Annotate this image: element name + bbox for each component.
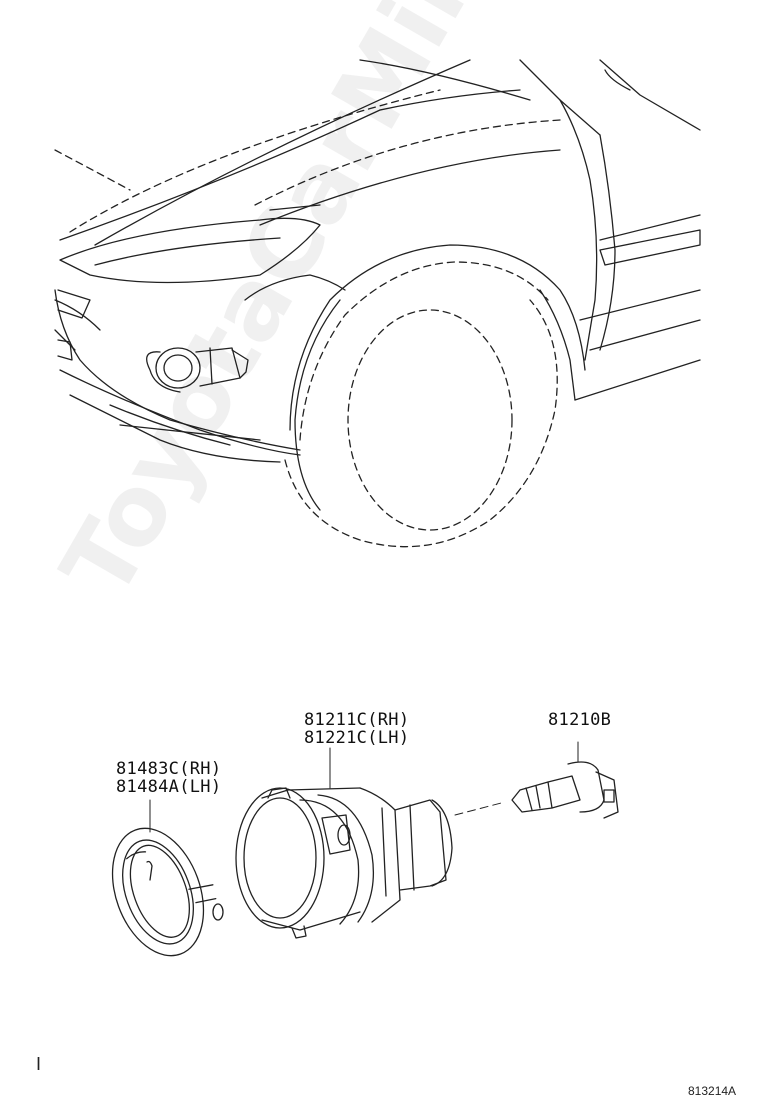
fog-lamp-rh-part-number: 81211C(RH)	[304, 710, 410, 730]
retainer-callout: 81483C(RH) 81484A(LH)	[116, 760, 221, 796]
fog-lamp-assembly-part	[235, 787, 453, 939]
bulb-part	[511, 761, 619, 819]
bulb-part-number: 81210B	[548, 710, 612, 730]
car-body-outline	[54, 59, 701, 548]
bulb-install-line	[454, 801, 506, 816]
retainer-clip	[146, 860, 153, 881]
retainer-lh-part-number: 81484A(LH)	[116, 777, 222, 797]
retainer-tab	[212, 903, 224, 921]
fog-lamp-callout: 81211C(RH) 81221C(LH)	[304, 711, 409, 747]
retainer-rh-part-number: 81483C(RH)	[116, 759, 222, 779]
retainer-ring-part	[111, 827, 217, 957]
fog-lamp-lh-part-number: 81221C(LH)	[304, 728, 410, 748]
drawing-code: 813214A	[688, 1084, 737, 1098]
bulb-callout: 81210B	[548, 711, 611, 729]
footer-left-mark: I	[36, 1054, 42, 1074]
